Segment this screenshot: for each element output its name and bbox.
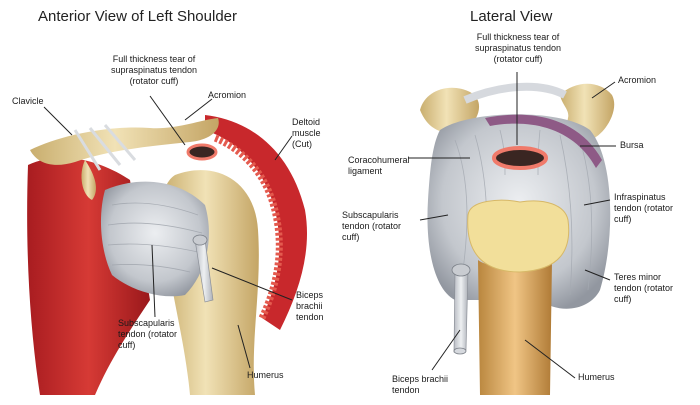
label-lateral-humerus: Humerus [578,372,615,382]
label-lateral-acromion: Acromion [618,75,657,85]
label-deltoid: Deltoid muscle (Cut) [292,117,321,149]
label-clavicle: Clavicle [12,96,44,106]
anterior-tear [186,143,218,161]
label-coracohumeral: Coracohumeral ligament [348,155,410,176]
label-bursa: Bursa [620,140,644,150]
lateral-view-title: Lateral View [470,8,553,25]
label-anterior-humerus: Humerus [247,370,284,380]
deltoid-muscle [205,115,308,330]
label-anterior-tear: Full thickness tear of supraspinatus ten… [110,54,198,86]
anterior-clavicle-bone [30,118,219,165]
lateral-view-drawing [420,82,615,395]
deltoid-cut-edge [213,134,283,320]
label-anterior-subscapularis: Subscapularis tendon (rotator cuff) [118,318,178,350]
lateral-bursa [485,114,602,168]
lateral-tear [492,146,548,170]
anterior-coracoid [81,160,96,200]
label-anterior-acromion: Acromion [208,90,247,100]
label-lateral-biceps: Biceps brachii tendon [392,374,449,395]
label-lateral-tear: Full thickness tear of supraspinatus ten… [474,32,562,64]
lateral-humerus-shaft [478,260,552,395]
lateral-biceps-tendon [453,269,469,353]
leader-lines [43,72,616,379]
anterior-view-drawing [27,115,308,395]
label-anterior-biceps: Biceps brachii tendon [296,290,324,322]
label-infraspinatus: Infraspinatus tendon (rotator cuff) [614,192,674,224]
anterior-view-title: Anterior View of Left Shoulder [38,8,238,25]
label-lateral-subscapularis: Subscapularis tendon (rotator cuff) [342,210,402,242]
lateral-humerus-head [467,199,570,273]
label-teres-minor: Teres minor tendon (rotator cuff) [614,272,674,304]
